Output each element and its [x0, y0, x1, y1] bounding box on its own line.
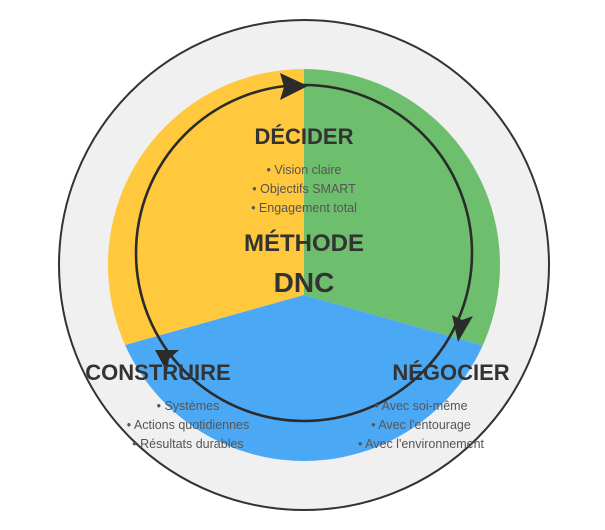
decider-title: DÉCIDER	[254, 124, 353, 149]
center-label: MÉTHODE DNC	[244, 229, 364, 298]
construire-item: • Résultats durables	[132, 437, 243, 451]
arrowhead-left	[155, 350, 179, 372]
negocier-item: • Avec soi-même	[374, 399, 467, 413]
decider-section: DÉCIDER • Vision claire • Objectifs SMAR…	[251, 124, 357, 215]
arrowhead-right	[452, 315, 473, 342]
negocier-section: NÉGOCIER • Avec soi-même • Avec l'entour…	[358, 360, 510, 451]
construire-section: CONSTRUIRE • Systèmes • Actions quotidie…	[85, 360, 249, 451]
negocier-item: • Avec l'environnement	[358, 437, 485, 451]
cycle-arrowheads	[155, 73, 473, 372]
center-title-line1: MÉTHODE	[244, 229, 364, 257]
construire-item: • Actions quotidiennes	[127, 418, 250, 432]
decider-item: • Engagement total	[251, 201, 357, 215]
center-title-line2: DNC	[274, 267, 335, 298]
negocier-item: • Avec l'entourage	[371, 418, 471, 432]
negocier-sector	[304, 69, 500, 380]
construire-sector	[108, 295, 500, 461]
construire-title: CONSTRUIRE	[85, 360, 230, 385]
decider-item: • Vision claire	[266, 163, 341, 177]
construire-item: • Systèmes	[157, 399, 220, 413]
negocier-title: NÉGOCIER	[392, 360, 509, 385]
decider-sector	[108, 69, 304, 380]
decider-item: • Objectifs SMART	[252, 182, 356, 196]
arrowhead-top	[280, 73, 308, 100]
